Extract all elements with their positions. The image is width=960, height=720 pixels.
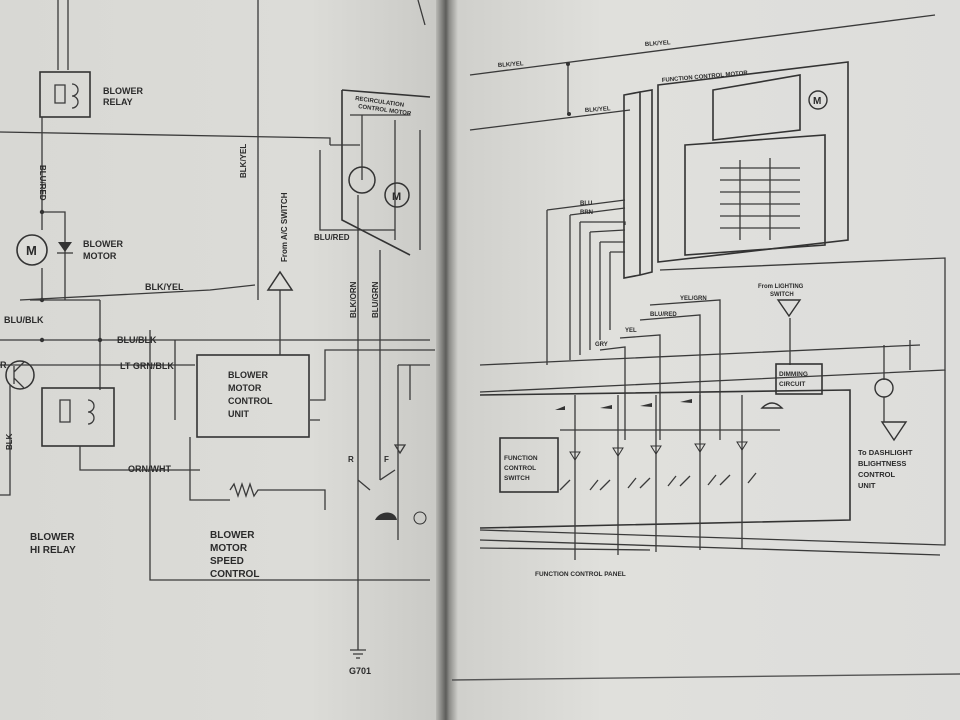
wire-label-blu-grn: BLU/GRN — [371, 281, 380, 318]
from-lighting-label-2: SWITCH — [770, 292, 794, 298]
resistor-icon — [229, 481, 270, 499]
wire-label-blk-yel-vertical: BLK/YEL — [239, 144, 248, 178]
wire-label-blu: BLU — [580, 201, 592, 207]
dashlight-label-2: BLIGHTNESS — [858, 459, 906, 468]
fresh-air-icon — [413, 511, 427, 525]
wire-label-blu-blk-2: BLU/BLK — [117, 335, 157, 345]
led-icons — [569, 441, 748, 461]
wire-label-blk-yel-left: BLK/YEL — [498, 61, 524, 69]
wire-label-yel-grn: YEL/GRN — [680, 296, 707, 302]
wire-label-blk-yel-top: BLK/YEL — [645, 40, 671, 48]
dimming-label-2: CIRCUIT — [779, 381, 805, 388]
blower-motor-label-2: MOTOR — [83, 251, 117, 261]
function-control-panel-label: FUNCTION CONTROL PANEL — [535, 571, 626, 578]
dimming-label: DIMMING — [779, 371, 808, 378]
wire-label-lt-grn-blk: LT GRN/BLK — [120, 361, 174, 371]
function-control-motor-label: FUNCTION CONTROL MOTOR — [662, 70, 749, 84]
dashlight-label: To DASHLIGHT — [858, 448, 913, 457]
function-switch-row — [559, 395, 780, 560]
wire-label-blu-red: BLU/RED — [650, 312, 677, 318]
blower-hi-relay-label: BLOWER — [30, 532, 75, 543]
diode-icon — [58, 242, 72, 252]
dimming-circuit — [775, 363, 823, 395]
blower-motor-icon — [16, 234, 48, 266]
function-control-panel-box — [479, 389, 851, 529]
wire-label-gry: GRY — [595, 342, 608, 348]
dashlight-bulb-icon — [874, 378, 894, 398]
right-page — [452, 0, 960, 720]
wire-label-orn-wht: ORN/WHT — [128, 464, 171, 474]
switch-f-label: F — [384, 455, 389, 464]
partial-label: R — [0, 360, 7, 370]
ground-label: G701 — [349, 666, 371, 676]
function-switch-label: FUNCTION — [504, 455, 538, 462]
motor-body — [712, 74, 801, 141]
wire-label-blu-blk: BLU/BLK — [4, 315, 44, 325]
function-motor-icon — [808, 90, 828, 110]
speed-control-label-4: CONTROL — [210, 569, 259, 580]
from-lighting-label: From LIGHTING — [758, 284, 804, 290]
to-dashlight-arrow-icon — [880, 421, 908, 442]
function-motor-symbol: M — [813, 96, 821, 107]
control-unit-label-4: UNIT — [228, 409, 249, 419]
wire-label-blk-yel: BLK/YEL — [145, 282, 184, 292]
blower-relay-label-2: RELAY — [103, 97, 133, 107]
connector-bar — [623, 89, 653, 279]
blower-motor-label: BLOWER — [83, 239, 123, 249]
dashlight-label-3: CONTROL — [858, 470, 895, 479]
wire-label-blk-yel-mid: BLK/YEL — [585, 106, 611, 114]
recirc-motor-symbol: M — [392, 191, 401, 203]
switch-r-label: R — [348, 455, 354, 464]
dashlight-label-4: UNIT — [858, 481, 876, 490]
recirc-motor-box — [341, 89, 431, 256]
blower-hi-relay-label-2: HI RELAY — [30, 545, 76, 556]
rotary-switch-icon — [348, 166, 376, 194]
blower-motor-control-unit — [196, 354, 310, 438]
blower-relay-label: BLOWER — [103, 86, 143, 96]
transistor-icon — [5, 360, 35, 390]
wire-label-brn: BRN — [580, 210, 593, 216]
defrost-icon — [760, 402, 784, 409]
function-control-motor-box — [657, 61, 849, 263]
blower-relay — [39, 71, 91, 118]
recirc-motor-icon — [384, 182, 410, 208]
function-switch-label-2: CONTROL — [504, 465, 536, 472]
switch-contacts — [559, 472, 757, 491]
book-gutter — [436, 0, 458, 720]
from-lighting-arrow-icon — [776, 299, 802, 318]
from-ac-switch-arrow-icon — [266, 270, 294, 291]
control-unit-label: BLOWER — [228, 370, 268, 380]
left-page — [0, 0, 442, 720]
function-control-switch — [499, 437, 559, 493]
recirc-car-icon — [375, 512, 397, 520]
wire-label-blu-red: BLU/RED — [38, 165, 47, 201]
position-switch-box — [684, 134, 826, 256]
speed-control-label-2: MOTOR — [210, 543, 248, 554]
speed-control-label: BLOWER — [210, 530, 255, 541]
ground-icon — [350, 649, 366, 659]
page-edge — [451, 673, 960, 681]
control-unit-label-3: CONTROL — [228, 396, 273, 406]
led-icon — [393, 364, 430, 540]
from-ac-switch-label: From A/C SWITCH — [280, 192, 289, 262]
function-switch-label-3: SWITCH — [504, 475, 530, 482]
motor-symbol: M — [26, 243, 37, 258]
wire-label-blk-orn: BLK/ORN — [349, 281, 358, 318]
control-unit-label-2: MOTOR — [228, 383, 262, 393]
wire-label-blu-red-2: BLU/RED — [314, 233, 350, 242]
speed-control-label-3: SPEED — [210, 556, 244, 567]
wire-label-yel: YEL — [625, 328, 637, 334]
wire-label-blk: BLK — [5, 433, 14, 450]
blower-hi-relay — [41, 387, 115, 447]
